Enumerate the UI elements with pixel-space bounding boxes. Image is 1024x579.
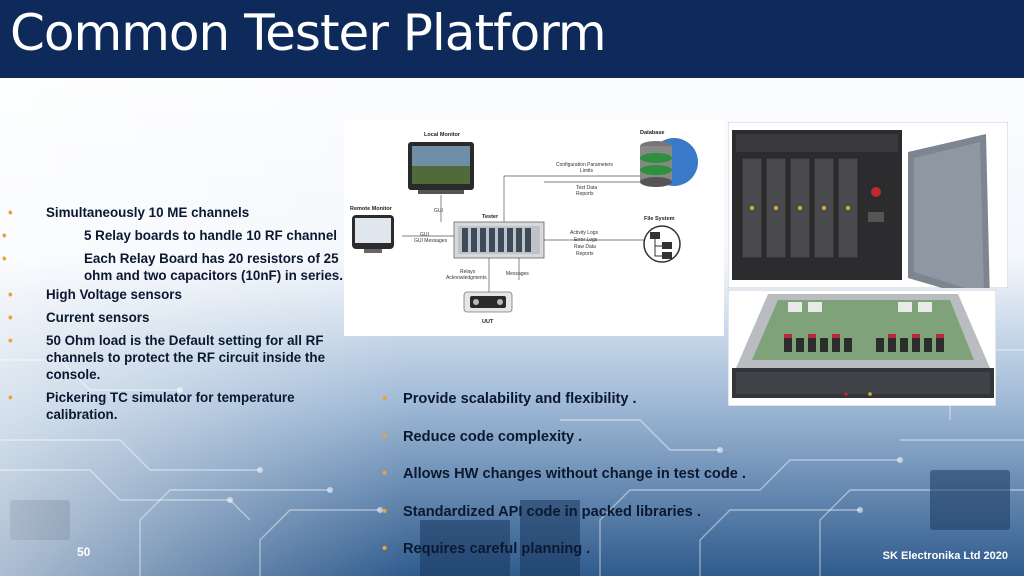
bullet-item: •Current sensors [8,310,150,325]
bullet-icon: • [2,251,7,266]
bullet-icon: • [8,333,13,348]
bullet-item: •50 Ohm load is the Default setting for … [8,333,326,382]
remote-monitor-label: Remote Monitor [350,206,393,212]
bullet-item: •Requires careful planning . [382,541,591,557]
messages-label: Messages [506,271,529,277]
bullet-item: •Allows HW changes without change in tes… [382,466,746,482]
bullet-item: •Simultaneously 10 ME channels [8,205,250,220]
acknowledgments-label: Acknowledgments [446,275,487,281]
bullet-item: •Reduce code complexity . [382,428,583,445]
bullet-item: •Pickering TC simulator for temperature … [8,390,295,422]
right-bullet-list: •Provide scalability and flexibility . •… [382,391,812,579]
database-icon [640,138,698,187]
bullet-icon: • [8,310,13,325]
slide-title: Common Tester Platform [10,4,607,62]
bullet-icon: • [382,428,388,445]
gui-label-2: GUI [420,232,429,238]
gui-messages-label: GUI Messages [414,238,448,244]
title-bar [0,0,1024,78]
error-logs-label: Error Logs [574,237,598,243]
file-system-icon [643,225,681,263]
bullet-icon: • [8,287,13,302]
test-data-label: Test Data [576,185,597,191]
bullet-icon: • [2,228,7,243]
page-number: 50 [77,545,91,559]
bullet-icon: • [382,466,388,482]
bullet-item: •Provide scalability and flexibility . [382,391,637,407]
bullet-icon: • [8,205,13,220]
relays-label: Relays [460,269,476,275]
bullet-icon: • [382,541,388,557]
raw-data-label: Raw Data [574,244,596,250]
bullet-item: •Standardized API code in packed librari… [382,503,701,520]
bullet-icon: • [8,390,13,405]
uut-icon [463,291,513,313]
bullet-icon: • [382,391,388,407]
bullet-item: •High Voltage sensors [8,287,182,302]
sub-bullet-item: •5 Relay boards to handle 10 RF channel [2,228,338,243]
tester-label: Tester [482,214,499,220]
sub-bullet-item: •Each Relay Board has 20 resistors of 25… [2,251,343,283]
reports-label-2: Reports [576,251,594,257]
config-label: Configuration Parameters [556,162,613,168]
left-bullet-list: •Simultaneously 10 ME channels •5 Relay … [2,204,346,429]
activity-logs-label: Activity Logs [570,230,599,236]
file-system-label: File System [644,216,675,222]
tester-icon [453,221,545,259]
database-label: Database [640,130,664,136]
footer-company: SK Electronika Ltd 2020 [882,550,1008,562]
system-diagram: Local Monitor Remote Monitor Database Fi… [344,120,724,336]
limits-label: Limits [580,168,594,174]
rack-chassis-photo [728,122,1008,288]
uut-label: UUT [482,319,494,325]
relay-board-photo [728,290,996,406]
local-monitor-icon [408,142,474,194]
remote-monitor-icon [352,215,394,253]
gui-label: GUI [434,208,443,214]
bullet-icon: • [382,503,388,520]
reports-label: Reports [576,191,594,197]
local-monitor-label: Local Monitor [424,132,461,138]
diagram-connectors [402,175,644,292]
